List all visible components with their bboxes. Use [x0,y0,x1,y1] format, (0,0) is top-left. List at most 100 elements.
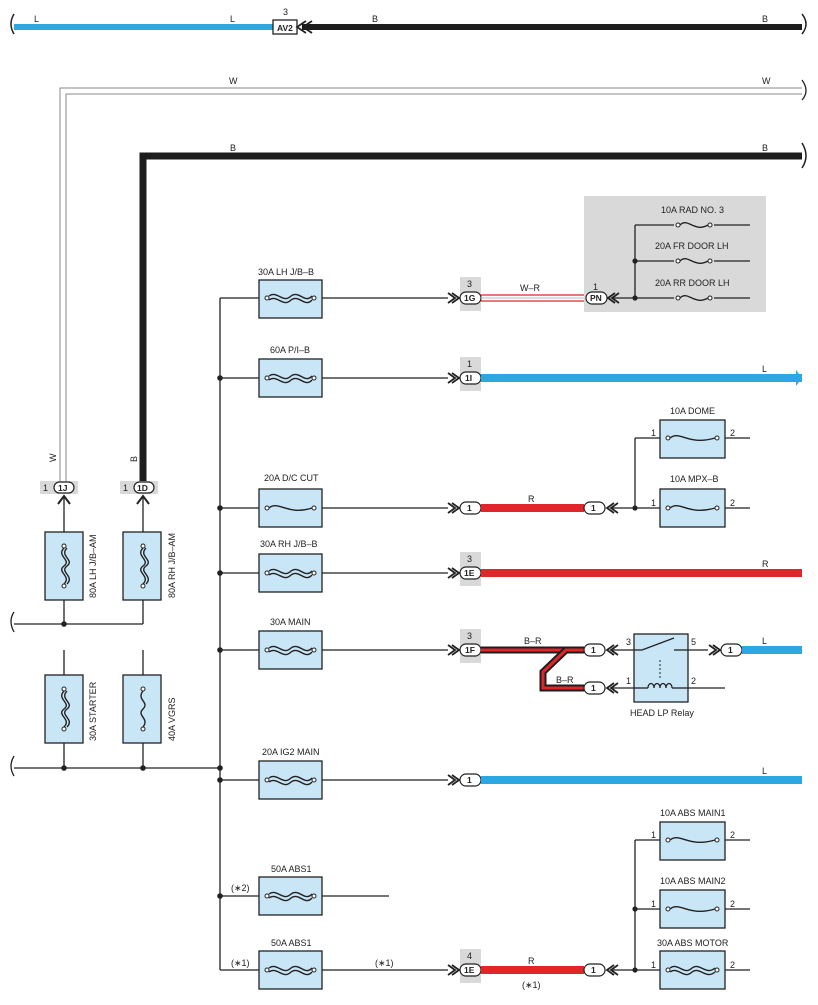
wire-W-outer [59,87,802,484]
fuse-terminal [665,967,671,973]
fuse-terminal [714,435,720,441]
junction-dot [632,967,638,973]
fuse-label: 30A LH J/B–B [258,267,314,277]
fuse-terminal [311,505,317,511]
fuse-row-lh-jbb: 30A LH J/B–B 3 1G W–R [220,267,586,319]
wire-label-W: W [229,76,238,86]
wire-label-B: B [372,14,378,24]
pin-number: 1 [651,498,656,508]
wire-label-L: L [34,14,39,24]
junction-dot [61,621,67,627]
pin-number: 2 [730,899,735,909]
fuse-label: 50A ABS1 [271,938,312,948]
wire-label-W-vertical: W [48,453,58,462]
fuse-terminal [264,375,270,381]
variant-note: (∗1) [522,980,541,990]
connector-id: 1 [591,683,596,693]
connector-id: 1 [467,775,472,785]
fuse-label: 30A RH J/B–B [260,539,318,549]
fuse-box [122,674,162,744]
fuse-icon [674,219,714,231]
fuse-row-abs1-a: (∗2) 50A ABS1 [217,864,389,916]
fuse-box [659,950,726,990]
pin-number: 2 [730,498,735,508]
wire-label: L [762,636,767,646]
connector [583,501,606,515]
lh-jb-am-group: 1 1J 80A LH J/B–AM [40,481,98,624]
fuse-icon [140,547,149,585]
wire-label: R [528,494,535,504]
connector-number: 4 [467,951,472,961]
fuse-icon [268,645,313,656]
wire-B-heavy [139,152,802,484]
fuse-terminal [665,837,671,843]
mpxb-fuse: 10A MPX–B 1 2 [635,474,750,528]
break-mark [801,142,807,169]
b-wire-group: B B B [129,142,807,484]
rh-jb-am-group: 1 1D 80A RH J/B–AM [120,481,177,624]
connector-arrow-icon [447,567,461,579]
connector [583,963,606,977]
connector-id: 1J [58,483,68,493]
wire-label-W: W [762,76,771,86]
connector-arrow-icon [708,644,722,656]
wire-BR-stripe [541,648,584,690]
wire-label-B: B [762,143,768,153]
fuse-label: 10A ABS MAIN1 [660,808,726,818]
connector-id: 1G [464,293,476,303]
fuse-icon [268,373,313,384]
fuse-terminal [140,726,146,732]
fuse-terminal [61,543,67,549]
fuse-terminal [714,837,720,843]
connector-arrow-icon [605,682,619,694]
break-mark [801,79,807,101]
connector-id: AV2 [277,23,293,33]
fuse-label: 10A MPX–B [670,474,719,484]
wire-label: L [762,364,767,374]
connector-arrow-icon [447,292,461,304]
relay-coil-icon [647,682,673,689]
pin-number: 1 [651,899,656,909]
fuse-icon [674,255,714,267]
starter-group: 30A STARTER [44,650,98,768]
fuse-icon [140,690,146,728]
fuse-icon [669,906,716,912]
connector-number: 3 [467,554,472,564]
wire-label: R [762,559,769,569]
wire-label-B-vertical: B [129,456,139,462]
connector-id: 1 [467,503,472,513]
connector [583,681,606,695]
fuse-label: 20A FR DOOR LH [655,241,729,251]
fuse-label: 50A ABS1 [271,864,312,874]
junction-dot [632,295,638,301]
fuse-terminal [140,543,146,549]
fuse-terminal [264,570,270,576]
fuse-icon [669,965,716,976]
fuse-terminal [714,906,720,912]
connector-number: 3 [467,631,472,641]
connector-id: 1F [465,645,475,655]
vgrs-group: 40A VGRS [122,650,177,768]
abs-main1-fuse: 10A ABS MAIN1 1 2 [635,808,750,861]
fuse-icon [268,505,313,511]
junction-dot [632,258,638,264]
head-lp-relay: 3 5 1 2 HEAD LP Relay 1 L [626,633,802,718]
fuse-row-pib: 60A P/I–B 1 1I L [217,345,802,398]
pin-number: 1 [651,428,656,438]
fuse-terminal [311,647,317,653]
connector-number: 1 [593,282,598,292]
fuse-label: 30A ABS MOTOR [657,938,729,948]
connector-id: 1E [464,568,475,578]
variant-note: (∗2) [231,883,250,893]
fuse-label: 80A LH J/B–AM [88,534,98,598]
abs-motor-fuse: 30A ABS MOTOR 1 2 [651,938,750,990]
fuse-row-rh-jbb: 30A RH J/B–B 3 1E R [217,539,802,593]
connector-arrow-icon [605,644,619,656]
pin-number: 2 [730,830,735,840]
connector-id: PN [590,293,602,303]
connector-1d [133,481,155,494]
connector-arrow-icon [447,372,461,384]
fuse-row-main: 30A MAIN 3 1F B–R B–R 1 1 [217,617,634,695]
